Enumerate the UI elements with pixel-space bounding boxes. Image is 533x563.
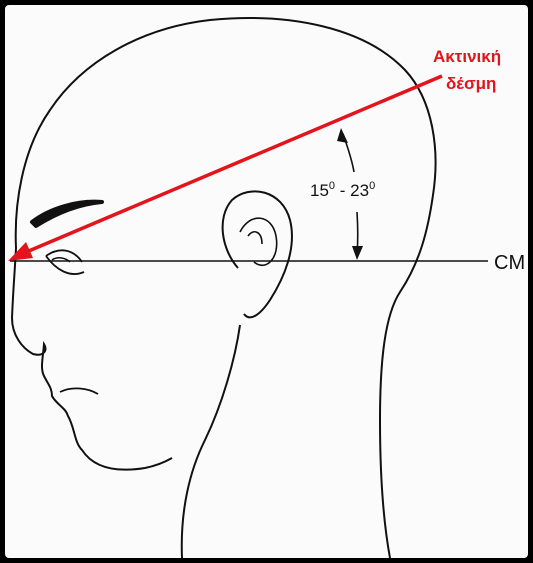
face-profile — [12, 248, 172, 470]
head-outline — [16, 18, 436, 558]
angle-to: 23 — [350, 181, 369, 200]
diagram-panel: Ακτινική δέσμη 150 - 230 CM — [5, 5, 528, 558]
ear-inner — [240, 218, 277, 265]
angle-arrowhead-upper — [337, 128, 348, 143]
head-radiography-diagram: Ακτινική δέσμη 150 - 230 CM — [5, 5, 528, 558]
angle-to-sup: 0 — [369, 180, 375, 192]
beam-label-line1: Ακτινική — [433, 47, 501, 66]
lip-crease — [60, 388, 98, 394]
angle-range-label: 150 - 230 — [310, 180, 375, 200]
angle-sep: - — [335, 181, 350, 200]
beam-label-line2: δέσμη — [446, 74, 496, 93]
beam-arrowhead — [8, 242, 33, 261]
cm-label: CM — [494, 252, 525, 274]
jaw-line — [182, 325, 240, 558]
eyebrow — [32, 202, 102, 226]
angle-from: 15 — [310, 181, 329, 200]
ear-outer — [223, 191, 292, 317]
angle-arrowhead-lower — [352, 246, 363, 260]
beam-line — [24, 76, 442, 253]
eye — [46, 250, 84, 274]
